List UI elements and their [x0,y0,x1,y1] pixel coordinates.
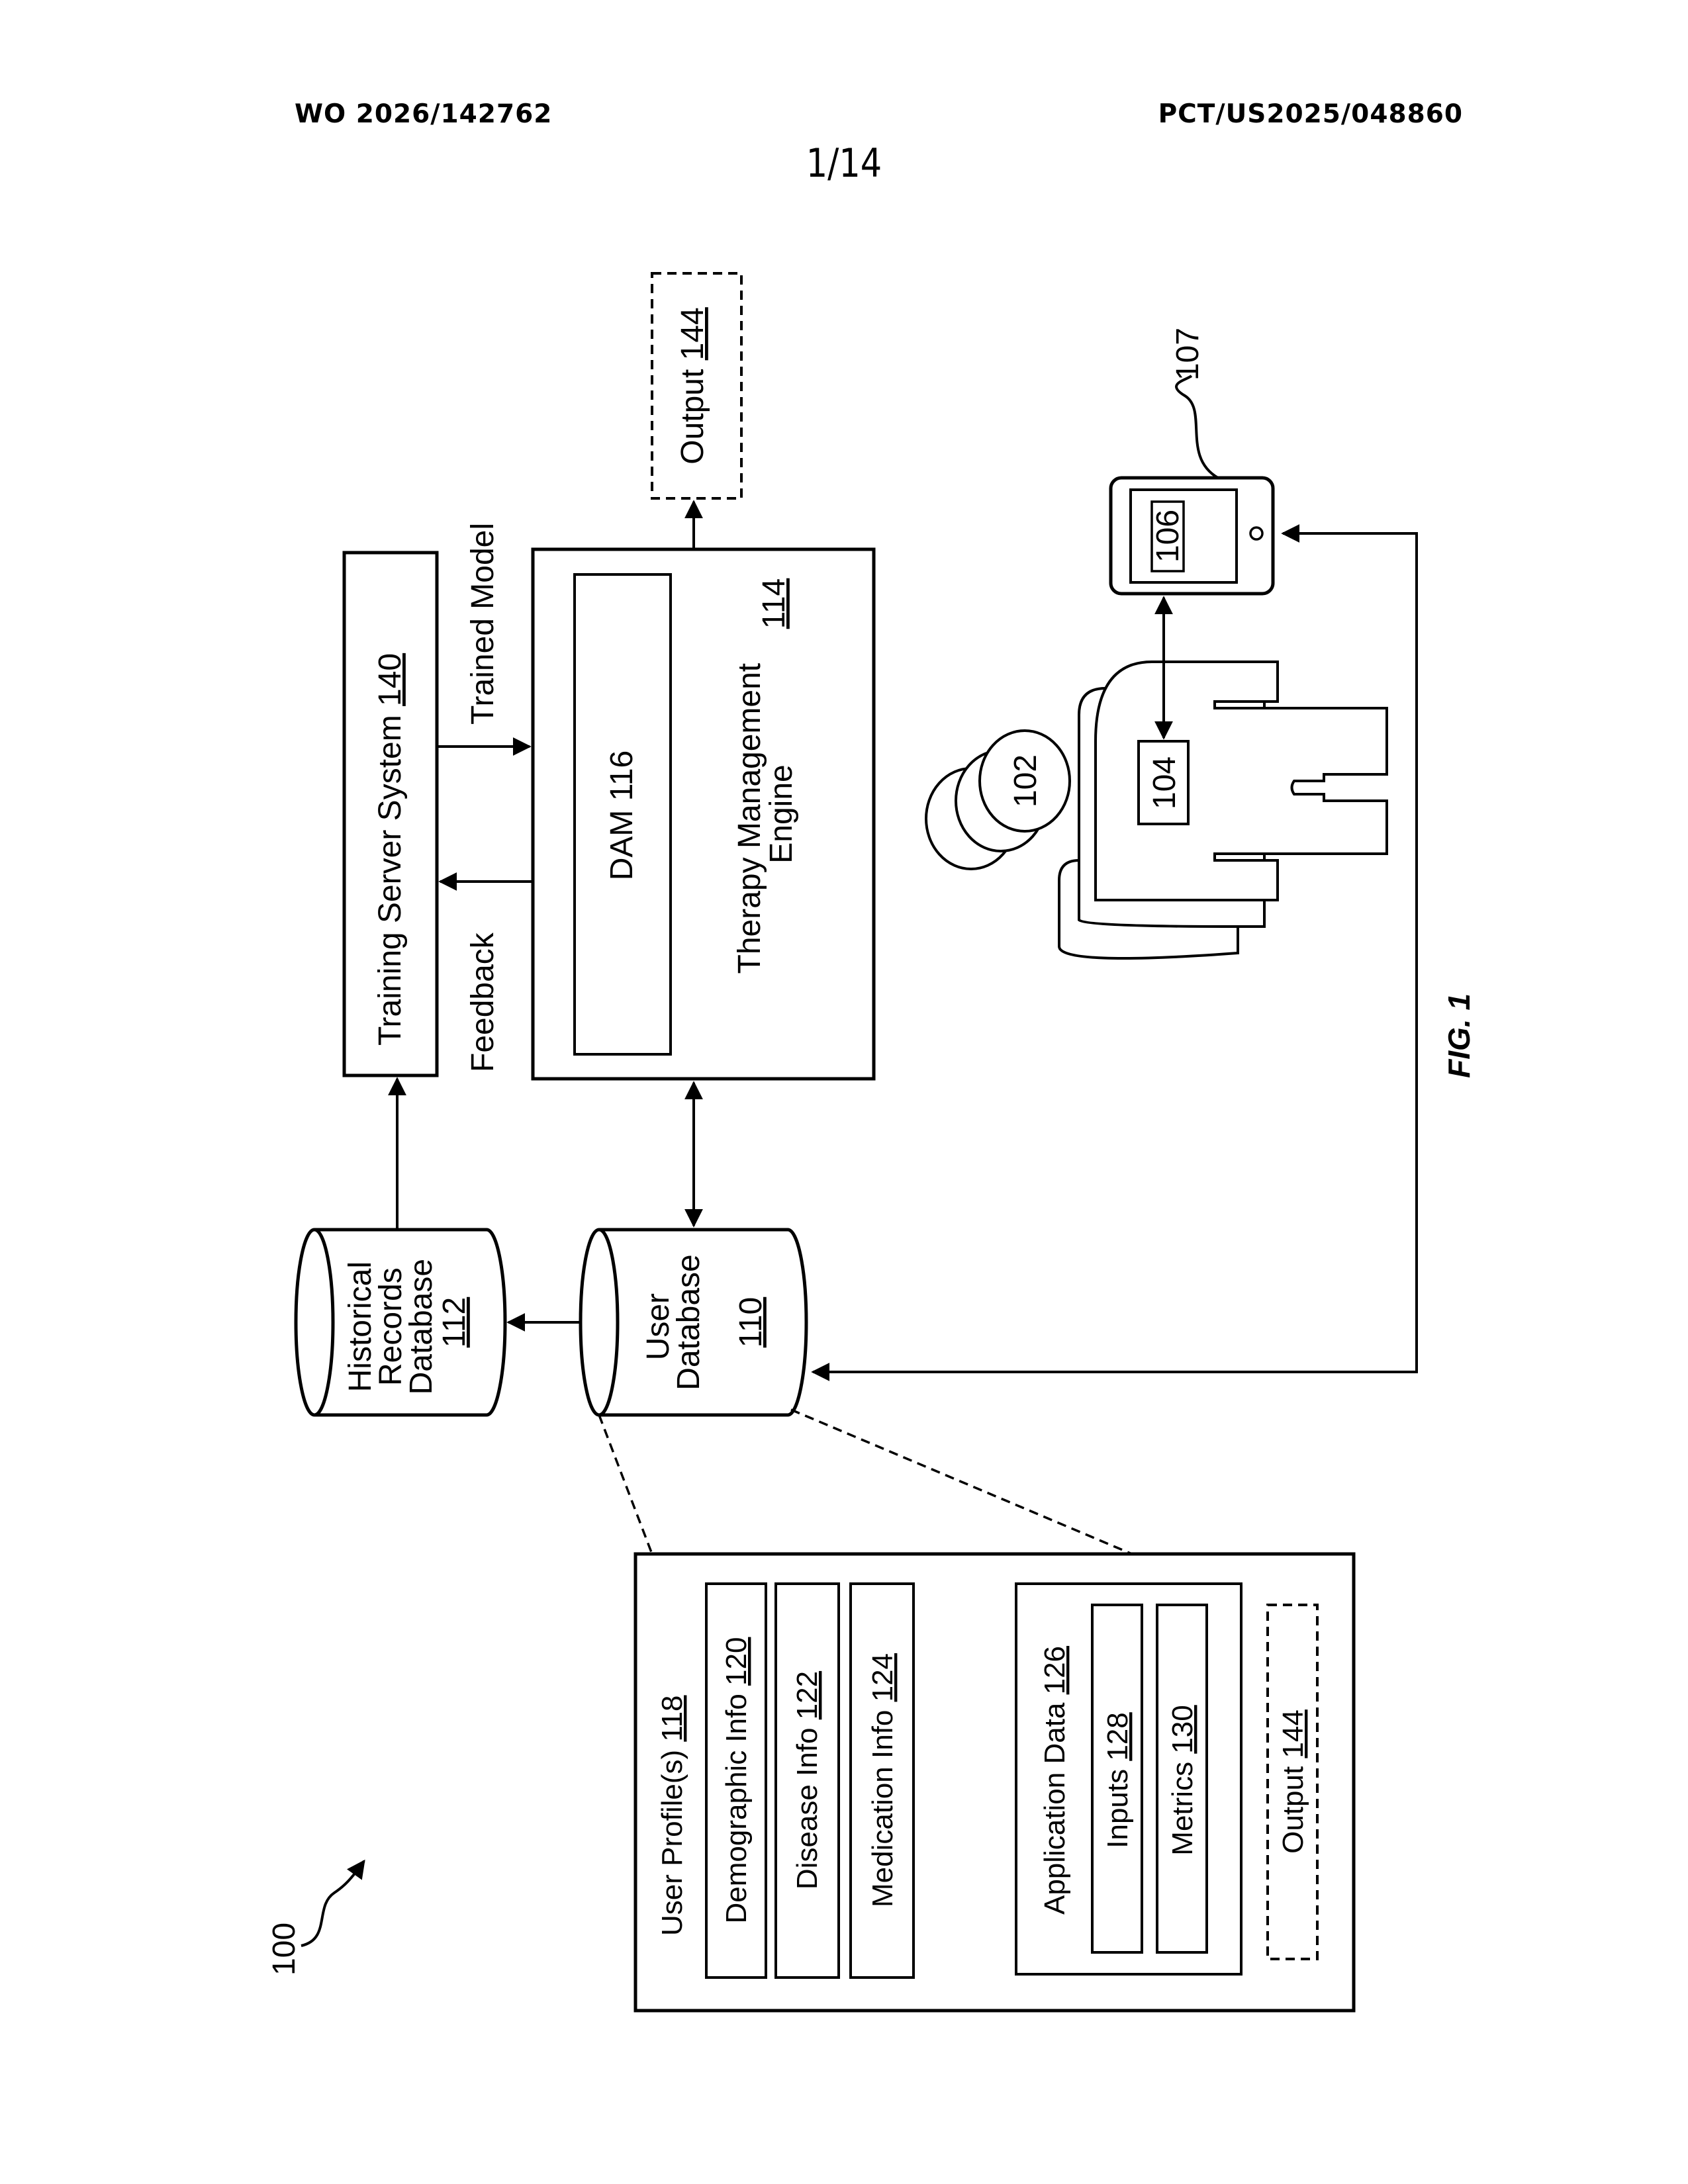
user-profiles-label: User Profile(s) 118 [656,1695,688,1936]
therapy-engine-label: Therapy Management Engine [732,655,799,974]
training-server-label: Training Server System 140 [373,653,408,1046]
sheet-number: 1/14 [126,140,1562,187]
output-panel-label: Output 144 [1277,1709,1309,1854]
therapy-engine-ref: 114 [757,578,792,629]
application-number: PCT/US2025/048860 [1158,99,1463,129]
patient-ref: 102 [1008,754,1043,807]
therapy-engine-box [533,549,874,1079]
device-ref: 107 [1170,328,1205,381]
device-leader-line [1176,376,1218,478]
wearable-ref: 104 [1147,756,1182,809]
inputs-label: Inputs 128 [1102,1712,1134,1848]
user-db-label: User Database [641,1254,706,1390]
feedback-label: Feedback [465,932,500,1072]
mobile-device [1111,478,1273,594]
output-top-label: Output 144 [675,307,710,465]
disease-info-label: Disease Info 122 [791,1671,823,1889]
system-diagram: Training Server System 140 Feedback Trai… [0,199,1688,2184]
historical-db-label: Historical Records Database 112 [343,1250,472,1395]
user-db-ref: 110 [733,1297,769,1348]
metrics-label: Metrics 130 [1166,1705,1199,1855]
application-data-label: Application Data 126 [1039,1646,1071,1915]
zoom-line-right [791,1410,1132,1554]
publication-number: WO 2026/142762 [295,99,552,129]
medication-info-label: Medication Info 124 [867,1653,899,1907]
zoom-line-left [599,1415,652,1554]
device-screen-ref: 106 [1150,510,1186,563]
figure-caption: FIG. 1 [1442,993,1476,1078]
demographic-info-label: Demographic Info 120 [720,1637,753,1924]
system-ref-leader-arrow [301,1861,364,1946]
system-ref: 100 [267,1923,302,1976]
trained-model-label: Trained Model [465,523,500,725]
dam-label: DAM 116 [604,751,639,881]
